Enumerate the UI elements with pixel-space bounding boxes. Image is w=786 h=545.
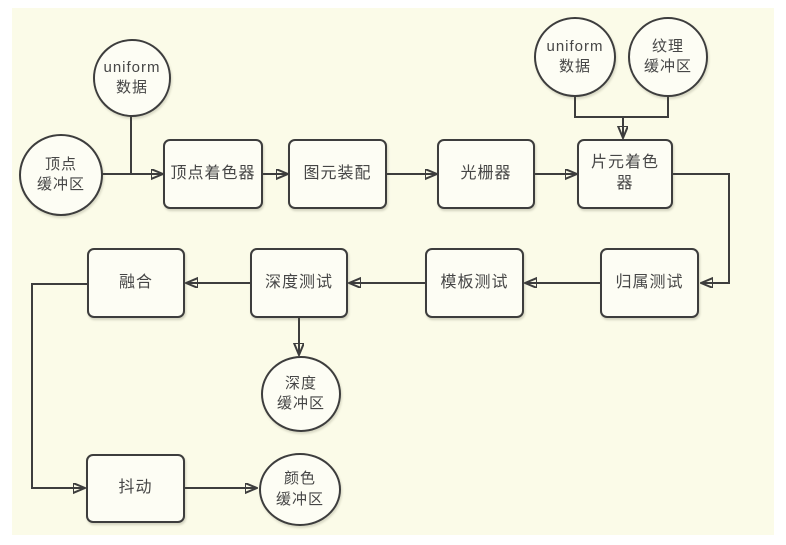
- node-vertex-shader: 顶点着色器: [163, 139, 263, 209]
- node-depth-buffer: 深度 缓冲区: [261, 356, 341, 432]
- node-primitive-assembly-label: 图元装配: [303, 164, 372, 182]
- edge-uniform-texture-junction: [574, 93, 669, 118]
- node-texture-buffer-label: 纹理 缓冲区: [643, 37, 692, 75]
- node-primitive-assembly: 图元装配: [288, 139, 387, 209]
- node-rasterizer-label: 光栅器: [460, 164, 512, 182]
- node-color-buffer: 颜色 缓冲区: [259, 453, 341, 526]
- node-uniform-data-left: uniform 数据: [93, 39, 171, 117]
- node-dither-label: 抖动: [118, 479, 153, 497]
- node-blend-label: 融合: [118, 273, 153, 291]
- node-vertex-buffer-label: 顶点 缓冲区: [36, 155, 85, 193]
- node-fragment-shader: 片元着色 器: [577, 139, 673, 209]
- node-vertex-shader-label: 顶点着色器: [170, 164, 256, 182]
- node-rasterizer: 光栅器: [437, 139, 535, 209]
- node-fragment-shader-label: 片元着色 器: [590, 154, 659, 192]
- node-texture-buffer: 纹理 缓冲区: [628, 17, 708, 97]
- node-ownership-test: 归属测试: [600, 248, 699, 318]
- edge-fragment-shader-to-ownership-test: [673, 173, 730, 283]
- node-depth-buffer-label: 深度 缓冲区: [276, 374, 325, 412]
- node-depth-test-label: 深度测试: [264, 273, 333, 291]
- node-ownership-test-label: 归属测试: [615, 273, 684, 291]
- node-uniform-data-right: uniform 数据: [534, 17, 616, 97]
- node-blend: 融合: [87, 248, 185, 318]
- node-dither: 抖动: [86, 454, 185, 523]
- node-depth-test: 深度测试: [250, 248, 348, 318]
- node-uniform-data-left-label: uniform 数据: [103, 58, 161, 96]
- node-uniform-data-right-label: uniform 数据: [546, 37, 604, 75]
- node-stencil-test-label: 模板测试: [440, 273, 509, 291]
- node-vertex-buffer: 顶点 缓冲区: [19, 134, 103, 216]
- edge-blend-to-dither: [31, 283, 87, 488]
- node-color-buffer-label: 颜色 缓冲区: [275, 470, 324, 508]
- node-stencil-test: 模板测试: [425, 248, 524, 318]
